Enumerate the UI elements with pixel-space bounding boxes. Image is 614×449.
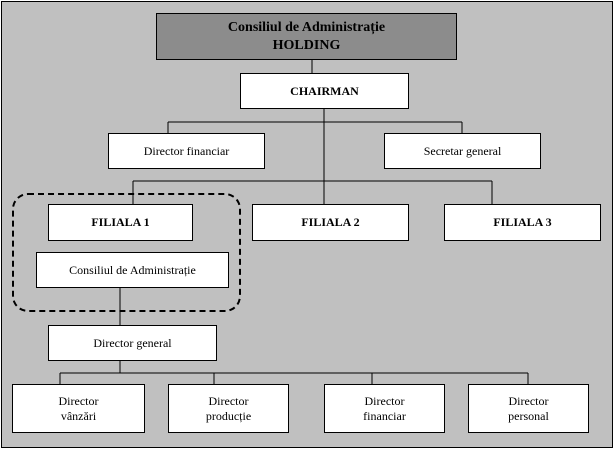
dir-personnel-line1: Director (508, 393, 549, 408)
filiala1-label: FILIALA 1 (91, 215, 150, 229)
dir-sales-box: Director vânzări (12, 384, 145, 433)
chairman-label: CHAIRMAN (290, 83, 359, 98)
board-filiala-label: Consiliul de Administrație (69, 262, 196, 277)
filiala3-box: FILIALA 3 (444, 204, 601, 241)
filiala1-group-outline (12, 193, 241, 312)
dir-personnel-box: Director personal (468, 384, 589, 433)
filiala1-box: FILIALA 1 (48, 204, 193, 241)
board-holding-box: Consiliul de Administrație HOLDING (156, 13, 457, 60)
dir-production-box: Director producție (168, 384, 289, 433)
secretary-label: Secretar general (423, 143, 502, 158)
dir-sales-line1: Director (58, 393, 99, 408)
dir-personnel-line2: personal (508, 408, 549, 423)
dir-production-line1: Director (208, 393, 249, 408)
dir-sales-line2: vânzări (60, 408, 97, 423)
dir-financial-line2: financiar (363, 408, 406, 423)
dir-production-line2: producție (205, 408, 252, 423)
board-holding-subtitle: HOLDING (272, 37, 341, 53)
cfo-holding-label: Director financiar (143, 143, 230, 158)
cfo-holding-box: Director financiar (108, 133, 265, 169)
board-filiala-box: Consiliul de Administrație (36, 252, 229, 288)
dir-financial-line1: Director (364, 393, 405, 408)
dir-financial-box: Director financiar (324, 384, 445, 433)
general-director-box: Director general (48, 325, 217, 361)
filiala2-label: FILIALA 2 (301, 215, 360, 229)
filiala3-label: FILIALA 3 (493, 215, 552, 229)
general-director-label: Director general (93, 335, 172, 350)
secretary-box: Secretar general (384, 133, 541, 169)
board-holding-title: Consiliul de Administrație (227, 19, 386, 35)
filiala2-box: FILIALA 2 (252, 204, 409, 241)
chairman-box: CHAIRMAN (240, 73, 409, 109)
